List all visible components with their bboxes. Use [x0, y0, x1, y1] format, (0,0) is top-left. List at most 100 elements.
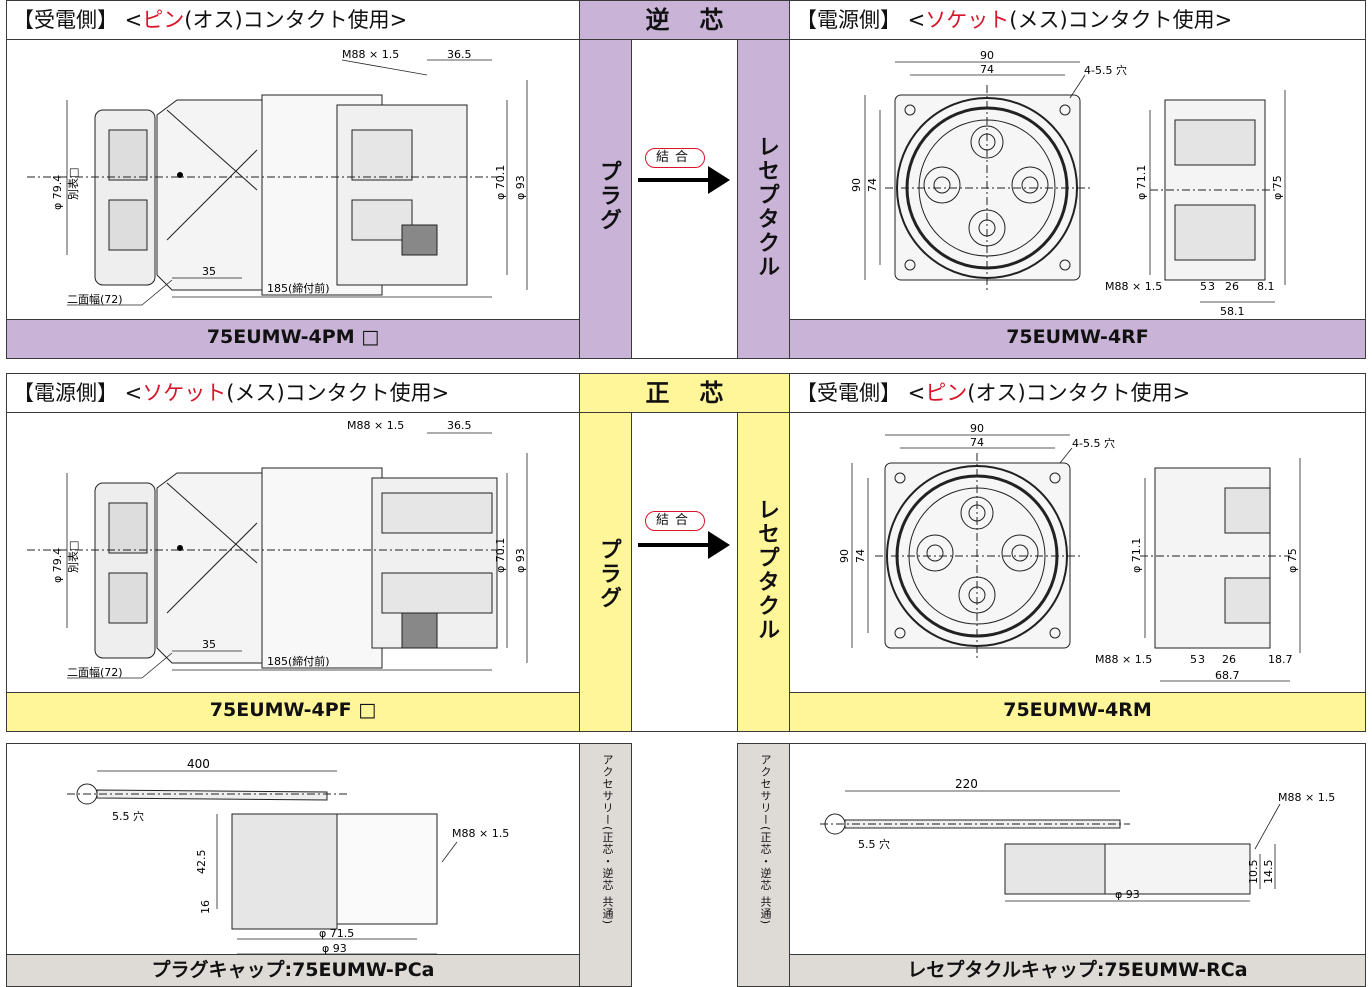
- phi-75-dim: φ 75: [1271, 175, 1284, 200]
- thread-dim: M88 × 1.5: [347, 419, 404, 432]
- plug-cap-model: プラグキャップ:75EUMW-PCa: [6, 954, 580, 987]
- dim-3: 3: [1198, 653, 1205, 666]
- dim-5: 5: [1200, 280, 1207, 293]
- height-10-5-dim: 10.5: [1247, 860, 1260, 885]
- join-arrow-icon: [638, 531, 730, 559]
- thread-dim: M88 × 1.5: [1105, 280, 1162, 293]
- holes-dim: 4-5.5 穴: [1084, 63, 1127, 77]
- header-receiving-pin: 【受電側】 <ピン(オス)コンタクト使用>: [6, 0, 580, 40]
- accessory-label: アクセサリー(正芯・逆芯 共通): [601, 754, 614, 926]
- height-42-5-dim: 42.5: [195, 850, 208, 875]
- holes-dim: 4-5.5 穴: [1072, 436, 1115, 450]
- dim-18-7: 18.7: [1268, 653, 1293, 666]
- length-220-dim: 220: [955, 777, 978, 791]
- phi-70-1-dim: φ 70.1: [494, 165, 507, 200]
- receptacle-cap-model: レセプタクルキャップ:75EUMW-RCa: [789, 954, 1366, 987]
- receptacle-cap-drawing-panel: 220 5.5 穴 M88 × 1.5 10.5 14.5 φ 93: [789, 743, 1366, 955]
- dim-5: 5: [1190, 653, 1197, 666]
- phi-93-dim: φ 93: [322, 942, 347, 955]
- header-text: (オス)コンタクト使用>: [184, 8, 408, 32]
- plug-label: プラグ: [596, 160, 621, 232]
- plug-drawing-panel: M88 × 1.5 36.5 φ 79.4 別表□ φ 70.1 φ 93 35…: [6, 412, 580, 693]
- normal-core-header: 正芯: [579, 373, 790, 413]
- phi-71-1-dim: φ 71.1: [1130, 538, 1143, 573]
- thread-dim: M88 × 1.5: [1278, 791, 1335, 804]
- header-text: 【受電側】 <: [796, 381, 926, 405]
- two-face-width-dim: 二面幅(72): [67, 293, 123, 306]
- height-90-dim: 90: [850, 178, 863, 192]
- phi-71-5-dim: φ 71.5: [319, 927, 354, 940]
- phi-93-dim: φ 93: [1115, 888, 1140, 901]
- dim-36-5: 36.5: [447, 48, 472, 61]
- header-text: 【受電側】 <: [13, 8, 143, 32]
- dim-36-5: 36.5: [447, 419, 472, 432]
- accessory-label: アクセサリー(正芯・逆芯 共通): [759, 754, 772, 926]
- height-14-5-dim: 14.5: [1262, 860, 1275, 885]
- receptacle-drawing-panel: 90 74 4-5.5 穴 90 74 φ 71.1 φ 75 M88 × 1.…: [789, 412, 1366, 693]
- receptacle-label: レセプタクル: [754, 135, 779, 279]
- dim-35: 35: [202, 638, 216, 651]
- phi-93-dim: φ 93: [514, 548, 527, 573]
- dim-185: 185(締付前): [267, 654, 330, 668]
- join-column: 結合: [631, 39, 738, 359]
- width-74-dim: 74: [970, 436, 984, 449]
- dim-26: 26: [1222, 653, 1236, 666]
- phi-70-1-dim: φ 70.1: [494, 538, 507, 573]
- accessory-column: アクセサリー(正芯・逆芯 共通): [737, 743, 790, 987]
- header-red-text: ピン: [925, 381, 968, 405]
- receptacle-label: レセプタクル: [754, 498, 779, 642]
- join-arrow-icon: [638, 166, 730, 194]
- height-16-dim: 16: [199, 900, 212, 914]
- plug-cap-drawing: 400 5.5 穴 42.5 16 M88 × 1.5 φ 71.5 φ 93: [67, 757, 509, 955]
- header-text: 【電源側】 <: [796, 8, 926, 32]
- dim-8-1: 8.1: [1257, 280, 1275, 293]
- receptacle-drawing: 90 74 4-5.5 穴 90 74 φ 71.1 φ 75 M88 × 1.…: [850, 49, 1286, 318]
- receptacle-cap-drawing: 220 5.5 穴 M88 × 1.5 10.5 14.5 φ 93: [820, 777, 1335, 902]
- header-red-text: ピン: [142, 8, 185, 32]
- dim-185: 185(締付前): [267, 281, 330, 295]
- plug-drawing: M88 × 1.5 36.5 φ 79.4 別表□ φ 70.1 φ 93 35…: [27, 48, 528, 306]
- phi-71-1-dim: φ 71.1: [1135, 165, 1148, 200]
- receptacle-drawing: 90 74 4-5.5 穴 90 74 φ 71.1 φ 75 M88 × 1.…: [838, 422, 1301, 682]
- height-74-dim: 74: [854, 549, 867, 563]
- height-90-dim: 90: [838, 549, 851, 563]
- hole-dim: 5.5 穴: [858, 837, 890, 851]
- phi-79-4-dim: φ 79.4: [51, 175, 64, 210]
- header-power-socket: 【電源側】 <ソケット(メス)コンタクト使用>: [789, 0, 1366, 40]
- phi-75-dim: φ 75: [1286, 548, 1299, 573]
- plug-column: プラグ: [579, 39, 632, 359]
- receptacle-column: レセプタクル: [737, 412, 790, 732]
- dim-58-1: 58.1: [1220, 305, 1245, 318]
- header-power-socket: 【電源側】 <ソケット(メス)コンタクト使用>: [6, 373, 580, 413]
- separate-table-dim: 別表□: [66, 541, 80, 573]
- thread-dim: M88 × 1.5: [342, 48, 399, 61]
- receptacle-column: レセプタクル: [737, 39, 790, 359]
- model-4pm: 75EUMW-4PM □: [6, 319, 580, 359]
- header-text: 【電源側】 <: [13, 381, 143, 405]
- header-red-text: ソケット: [142, 381, 227, 405]
- dim-35: 35: [202, 265, 216, 278]
- width-74-dim: 74: [980, 63, 994, 76]
- two-face-width-dim: 二面幅(72): [67, 666, 123, 679]
- thread-dim: M88 × 1.5: [452, 827, 509, 840]
- width-90-dim: 90: [980, 49, 994, 62]
- hole-dim: 5.5 穴: [112, 809, 144, 823]
- header-red-text: ソケット: [925, 8, 1010, 32]
- join-label: 結合: [645, 511, 706, 531]
- separate-table-dim: 別表□: [66, 168, 80, 200]
- plug-drawing: M88 × 1.5 36.5 φ 79.4 別表□ φ 70.1 φ 93 35…: [27, 419, 528, 679]
- dim-3: 3: [1208, 280, 1215, 293]
- join-column: 結合: [631, 412, 738, 732]
- thread-dim: M88 × 1.5: [1095, 653, 1152, 666]
- width-90-dim: 90: [970, 422, 984, 435]
- plug-cap-drawing-panel: 400 5.5 穴 42.5 16 M88 × 1.5 φ 71.5 φ 93: [6, 743, 580, 955]
- receptacle-drawing-panel: 90 74 4-5.5 穴 90 74 φ 71.1 φ 75 M88 × 1.…: [789, 39, 1366, 320]
- dim-26: 26: [1225, 280, 1239, 293]
- plug-column: プラグ: [579, 412, 632, 732]
- model-4pf: 75EUMW-4PF □: [6, 692, 580, 732]
- model-4rf: 75EUMW-4RF: [789, 319, 1366, 359]
- join-label: 結合: [645, 148, 706, 168]
- header-text: (オス)コンタクト使用>: [967, 381, 1191, 405]
- accessory-column: アクセサリー(正芯・逆芯 共通): [579, 743, 632, 987]
